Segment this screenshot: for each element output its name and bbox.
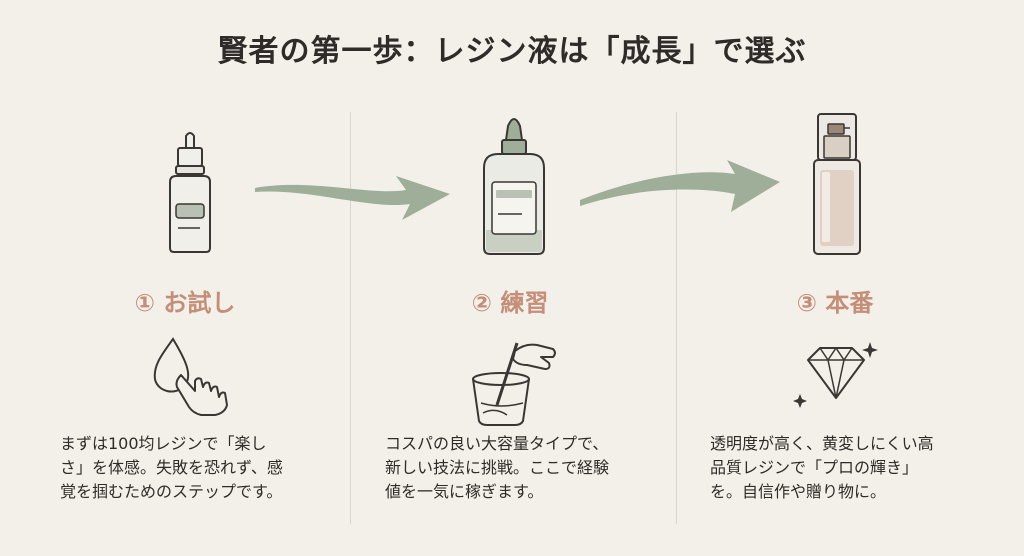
- column-divider-2: [676, 112, 677, 524]
- step-2-description: コスパの良い大容量タイプで、 新しい技法に挑戦。ここで経験 値を一気に稼ぎます。: [385, 434, 610, 501]
- small-dropper-bottle: [169, 132, 211, 253]
- premium-pump-bottle: [813, 113, 861, 255]
- large-nozzle-bottle: [483, 118, 545, 255]
- progress-arrow-2: [580, 160, 780, 212]
- step-2-label: ② 練習: [471, 289, 549, 317]
- step-1-label: ① お試し: [134, 289, 236, 317]
- mixing-cup-icon: [472, 342, 556, 426]
- page-title: 賢者の第一歩：レジン液は「成長」で選ぶ: [217, 34, 807, 69]
- step-3-label: ③ 本番: [796, 289, 874, 317]
- touch-drop-icon: [153, 337, 228, 416]
- diamond-icon: [793, 342, 878, 408]
- column-divider-1: [350, 112, 351, 524]
- step-1-description: まずは100均レジンで「楽し さ」を体感。失敗を恐れず、感 覚を掴むためのステッ…: [60, 434, 283, 501]
- step-3-description: 透明度が高く、黄変しにくい高 品質レジンで「プロの輝き」 を。自信作や贈り物に。: [710, 434, 934, 501]
- progress-arrow-1: [255, 176, 450, 220]
